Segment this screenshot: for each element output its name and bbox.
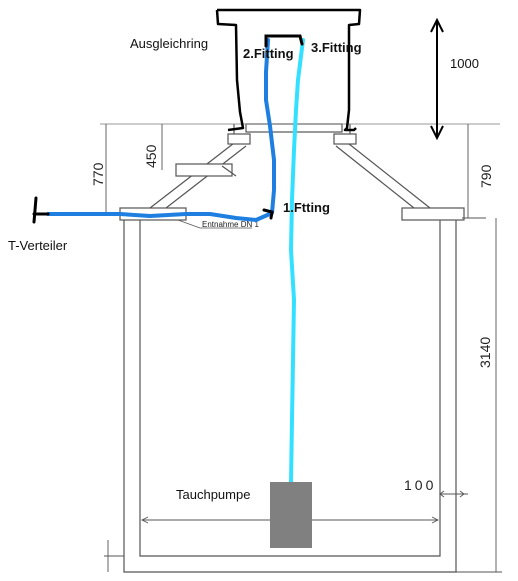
entnahme-leader — [177, 219, 252, 229]
ausgleichring-shape — [215, 8, 362, 132]
dim-3140-lines — [456, 218, 502, 573]
fitting-1-label: 1.Ftting — [283, 200, 330, 215]
tauchpumpe-label: Tauchpumpe — [176, 487, 250, 502]
fitting-marks — [262, 34, 304, 220]
dim-790-lines — [462, 124, 486, 219]
dim-100-label: 100 — [404, 477, 436, 493]
ausgleichring-label: Ausgleichring — [130, 36, 208, 51]
fitting-2-label: 2.Fitting — [243, 46, 294, 61]
dim-100-lines — [439, 490, 468, 498]
dim-1000-label: 1000 — [450, 56, 479, 71]
t-verteiler-icon — [32, 196, 50, 224]
dim-450-label: 450 — [143, 144, 159, 168]
dim-790-label: 790 — [478, 164, 494, 188]
t-verteiler-label: T-Verteiler — [8, 238, 68, 253]
cyan-riser-pipe — [289, 38, 305, 484]
dim-1000-arrow — [430, 17, 444, 141]
entnahme-label: Entnahme DN 1 — [202, 220, 259, 229]
neck-collar — [227, 123, 357, 145]
dim-left-lines — [105, 124, 163, 214]
dim-bottom-tick — [104, 540, 124, 572]
dim-3140-label: 3140 — [477, 337, 493, 368]
fitting-3-label: 3.Fitting — [311, 40, 362, 55]
dim-770-label: 770 — [90, 162, 106, 186]
tank-body — [123, 220, 457, 573]
blue-pipe — [46, 38, 276, 222]
tauchpumpe-body — [270, 482, 312, 548]
cone-step — [175, 163, 237, 177]
